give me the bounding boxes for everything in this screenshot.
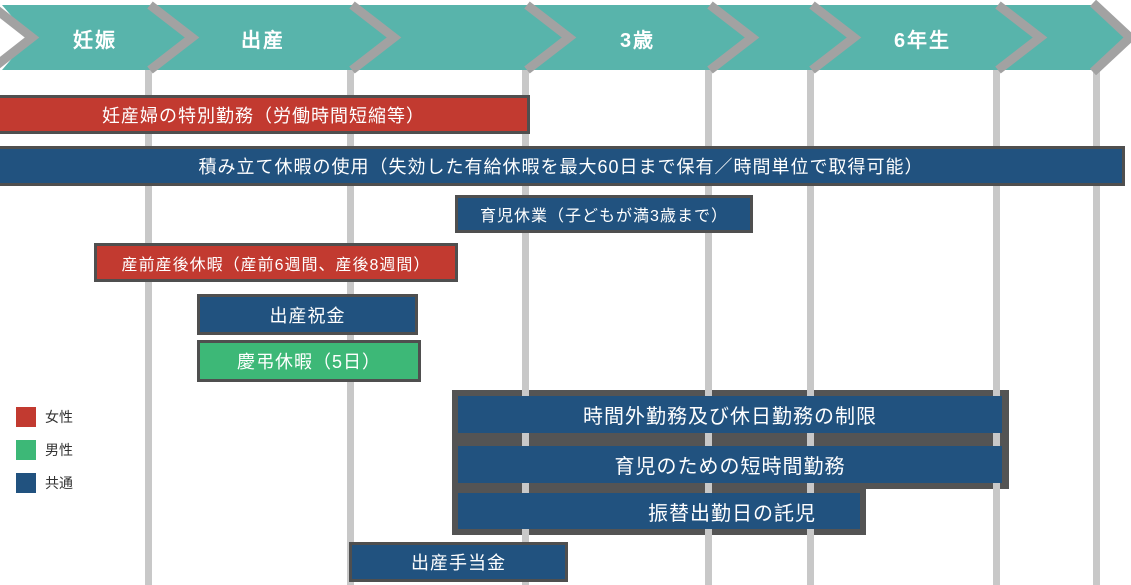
legend-label-common: 共通 bbox=[45, 474, 73, 491]
timeline-stage-birth: 出産 bbox=[241, 29, 285, 52]
grid-line-1 bbox=[145, 68, 152, 585]
bar-accumulated-leave: 積み立て休暇の使用（失効した有給休暇を最大60日まで保有／時間単位で取得可能） bbox=[0, 149, 1122, 183]
grid-line-5 bbox=[807, 68, 814, 585]
grid-line-3 bbox=[522, 68, 529, 585]
legend-swatch-female bbox=[16, 406, 36, 427]
bar-celebration-condolence-leave: 慶弔休暇（5日） bbox=[200, 343, 418, 379]
bar-substitute-workday-daycare: 振替出勤日の託児 bbox=[458, 493, 860, 529]
legend-item-male: 男性 bbox=[0, 433, 105, 466]
timeline-chevron-separators bbox=[0, 0, 1131, 75]
bar-maternity-leave: 産前産後休暇（産前6週間、産後8週間） bbox=[97, 246, 455, 279]
timeline-stage-age3: 3歳 bbox=[619, 29, 656, 52]
grid-line-4 bbox=[705, 68, 712, 585]
legend-label-female: 女性 bbox=[45, 408, 73, 425]
bar-childcare-leave: 育児休業（子どもが満3歳まで） bbox=[458, 198, 750, 230]
bar-overtime-holiday-work-limit: 時間外勤務及び休日勤務の制限 bbox=[458, 396, 1002, 433]
bar-birth-gift-money: 出産祝金 bbox=[200, 297, 415, 332]
legend: 女性 男性 共通 bbox=[0, 378, 105, 528]
legend-swatch-common bbox=[16, 472, 36, 493]
bar-childbirth-allowance: 出産手当金 bbox=[352, 545, 565, 579]
legend-item-common: 共通 bbox=[0, 466, 105, 499]
legend-item-female: 女性 bbox=[0, 400, 105, 433]
bar-special-work-pregnant: 妊産婦の特別勤務（労働時間短縮等） bbox=[0, 98, 527, 131]
legend-label-male: 男性 bbox=[45, 441, 73, 458]
timeline-stage-pregnancy: 妊娠 bbox=[73, 29, 117, 52]
timeline-stage-grade6: 6年生 bbox=[893, 29, 952, 52]
grid-line-6 bbox=[993, 68, 1000, 585]
legend-swatch-male bbox=[16, 439, 36, 460]
timeline-chevron-ribbon bbox=[0, 0, 1131, 75]
bar-childcare-short-hours: 育児のための短時間勤務 bbox=[458, 446, 1002, 483]
grid-line-7 bbox=[1093, 68, 1100, 585]
